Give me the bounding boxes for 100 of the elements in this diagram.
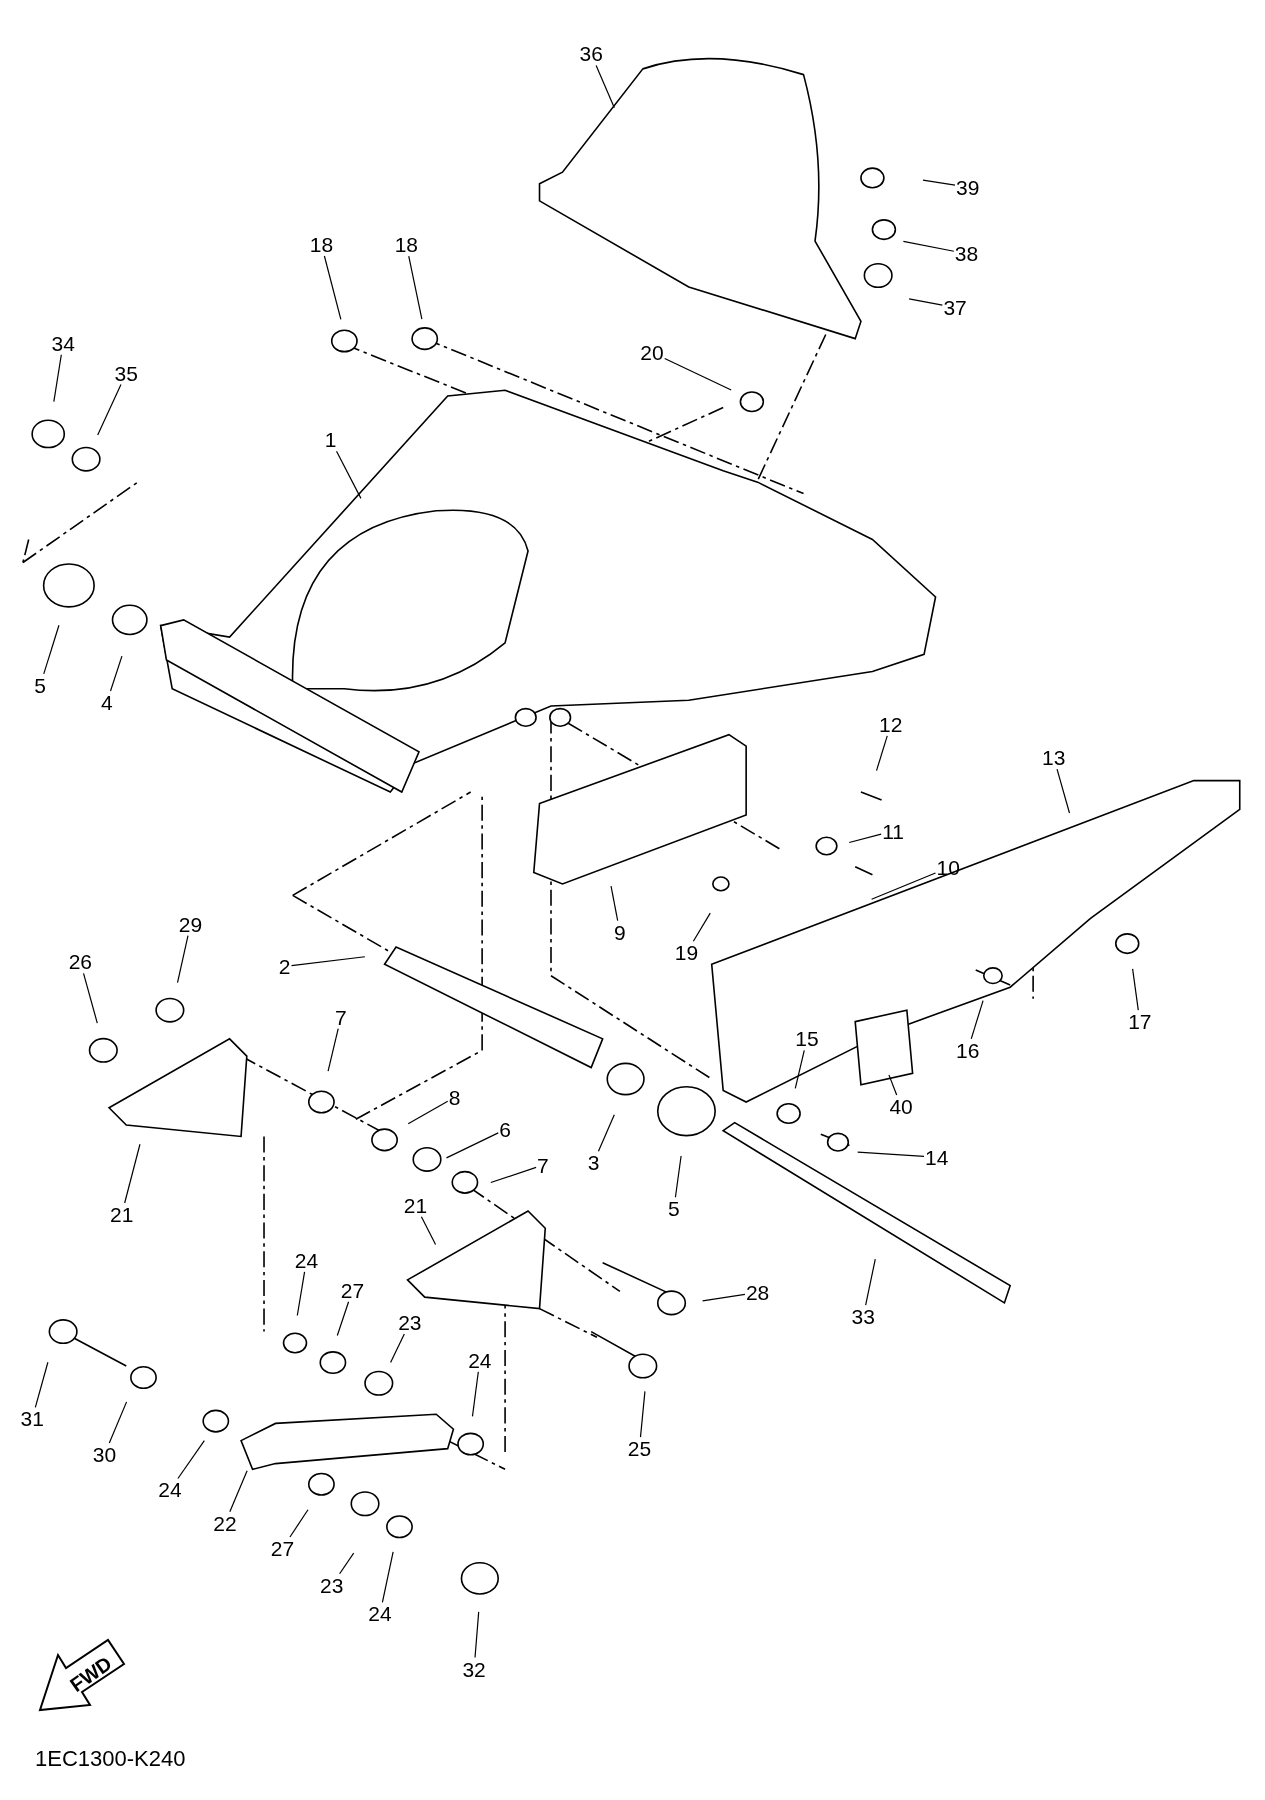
leader-line [794, 1049, 805, 1089]
callout-number: 10 [935, 856, 961, 880]
leader-line [1132, 968, 1139, 1011]
leader-line [296, 1271, 306, 1317]
leader-line [82, 972, 98, 1024]
direction-label: FWD [66, 1652, 116, 1696]
callout-number: 7 [536, 1153, 550, 1177]
callout-number: 24 [157, 1478, 183, 1502]
leader-line [865, 1258, 876, 1306]
leader-line [335, 450, 362, 499]
callout-number: 13 [1041, 746, 1067, 770]
leader-line [176, 934, 189, 984]
callout-number: 36 [578, 42, 604, 66]
leader-line [888, 1074, 898, 1096]
leader-line [922, 179, 956, 186]
leader-line [595, 64, 615, 109]
leader-line [908, 298, 943, 306]
leader-line [108, 1401, 128, 1444]
callout-number: 23 [397, 1310, 423, 1334]
callout-number: 24 [367, 1602, 393, 1626]
leader-line [34, 1361, 49, 1408]
callout-number: 21 [402, 1193, 429, 1217]
callout-number: 5 [666, 1197, 681, 1221]
leader-line [970, 1000, 984, 1040]
leader-line [43, 624, 60, 675]
callout-number: 21 [109, 1203, 135, 1226]
leader-line [597, 1114, 615, 1152]
drawing-number: 1EC1300-K240 [35, 1748, 186, 1770]
callout-number: 5 [33, 673, 47, 697]
callout-number: 24 [467, 1348, 493, 1372]
callout-number: 25 [626, 1437, 653, 1461]
callout-number: 17 [1127, 1010, 1153, 1034]
leader-line [471, 1371, 479, 1417]
callout-number: 2 [277, 955, 292, 979]
leader-line [902, 240, 955, 252]
leader-line [664, 357, 732, 391]
leader-line [124, 1143, 141, 1204]
leader-line [327, 1027, 339, 1072]
callout-number: 9 [613, 920, 627, 944]
callout-number: 37 [942, 296, 968, 320]
leader-line [290, 956, 366, 967]
leader-line [407, 1100, 449, 1125]
leader-line [474, 1611, 480, 1659]
leader-line [289, 1509, 309, 1538]
callout-number: 23 [319, 1573, 345, 1597]
leader-line [323, 255, 342, 320]
callout-number: 26 [67, 950, 94, 974]
callout-number: 31 [19, 1407, 45, 1431]
leader-line [336, 1301, 350, 1337]
leader-line [97, 383, 122, 436]
callout-number: 24 [293, 1248, 320, 1272]
callout-number: 40 [888, 1095, 914, 1119]
callout-number: 7 [334, 1005, 348, 1029]
callout-number: 22 [212, 1511, 238, 1535]
callout-number: 18 [308, 233, 335, 256]
leader-line [177, 1440, 205, 1480]
callout-number: 12 [878, 712, 904, 736]
leader-line [490, 1166, 537, 1184]
leader-line [702, 1293, 746, 1302]
callout-number: 19 [673, 941, 700, 965]
callout-number: 27 [339, 1278, 366, 1302]
callout-number: 16 [955, 1038, 981, 1062]
leader-line [610, 885, 619, 922]
leader-line [639, 1390, 646, 1438]
callout-number: 32 [461, 1657, 487, 1681]
leader-line [674, 1155, 682, 1198]
leader-line [420, 1216, 437, 1246]
leader-line [53, 354, 62, 403]
callout-number: 6 [498, 1118, 512, 1142]
callout-number: 27 [269, 1537, 296, 1561]
leader-line [229, 1470, 248, 1513]
leader-line [339, 1552, 355, 1575]
callout-number: 29 [177, 912, 204, 936]
leader-line [408, 255, 423, 320]
callout-number: 30 [91, 1442, 118, 1466]
callout-number: 28 [744, 1281, 771, 1305]
leader-line [857, 1151, 925, 1157]
callout-number: 39 [955, 175, 981, 199]
callout-number: 8 [447, 1085, 462, 1109]
callout-number: 11 [881, 819, 905, 843]
callout-number: 38 [953, 242, 980, 266]
leader-line [848, 833, 882, 844]
callout-number: 33 [850, 1305, 876, 1329]
callout-number: 35 [113, 361, 139, 385]
callout-number: 4 [99, 691, 114, 714]
leader-line [390, 1333, 405, 1364]
leader-line [1056, 768, 1071, 814]
callout-number: 18 [393, 233, 420, 256]
callout-number: 14 [924, 1145, 950, 1169]
leader-line [692, 912, 711, 942]
leader-line [875, 735, 888, 772]
leader-line [109, 655, 123, 692]
callout-number: 20 [639, 340, 665, 364]
leader-line [871, 872, 937, 900]
leader-line [381, 1551, 394, 1604]
leader-line [445, 1132, 499, 1159]
callout-number: 1 [323, 428, 338, 452]
callout-number: 3 [586, 1151, 601, 1175]
callout-number: 15 [794, 1027, 820, 1051]
callout-number: 34 [50, 331, 76, 355]
